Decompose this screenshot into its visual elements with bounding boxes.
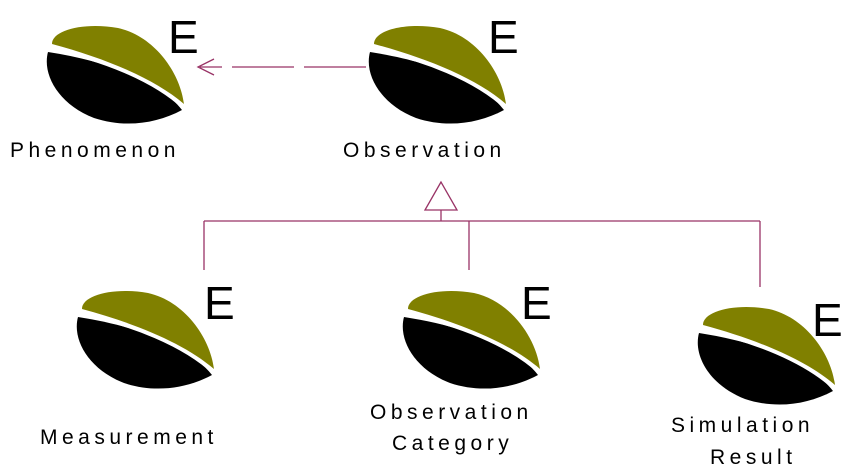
entity-simulation-result[interactable]: E Simulation Result (671, 294, 842, 469)
entity-label-line-1: Observation (370, 401, 533, 424)
entity-label-line-2: Result (710, 446, 797, 469)
entity-observation[interactable]: E Observation (343, 11, 519, 162)
entity-measurement[interactable]: E Measurement (40, 277, 235, 449)
dependency-connector (196, 58, 366, 76)
entity-icon (367, 24, 508, 126)
entity-label: Observation (343, 139, 506, 162)
entity-marker: E (204, 277, 235, 329)
entity-marker: E (521, 277, 552, 329)
entity-icon (45, 24, 186, 126)
generalization-connector (203, 180, 761, 287)
entity-label-line-2: Category (392, 432, 513, 455)
entity-icon (401, 289, 542, 391)
entity-icon (75, 289, 216, 391)
entity-observation-category[interactable]: E Observation Category (370, 277, 552, 455)
entity-marker: E (168, 11, 199, 63)
entity-marker: E (812, 294, 842, 346)
entity-label-line-1: Simulation (671, 414, 814, 437)
entity-marker: E (488, 11, 519, 63)
entity-label: Measurement (40, 426, 218, 449)
entity-label: Phenomenon (10, 139, 180, 162)
entity-phenomenon[interactable]: E Phenomenon (10, 11, 199, 162)
